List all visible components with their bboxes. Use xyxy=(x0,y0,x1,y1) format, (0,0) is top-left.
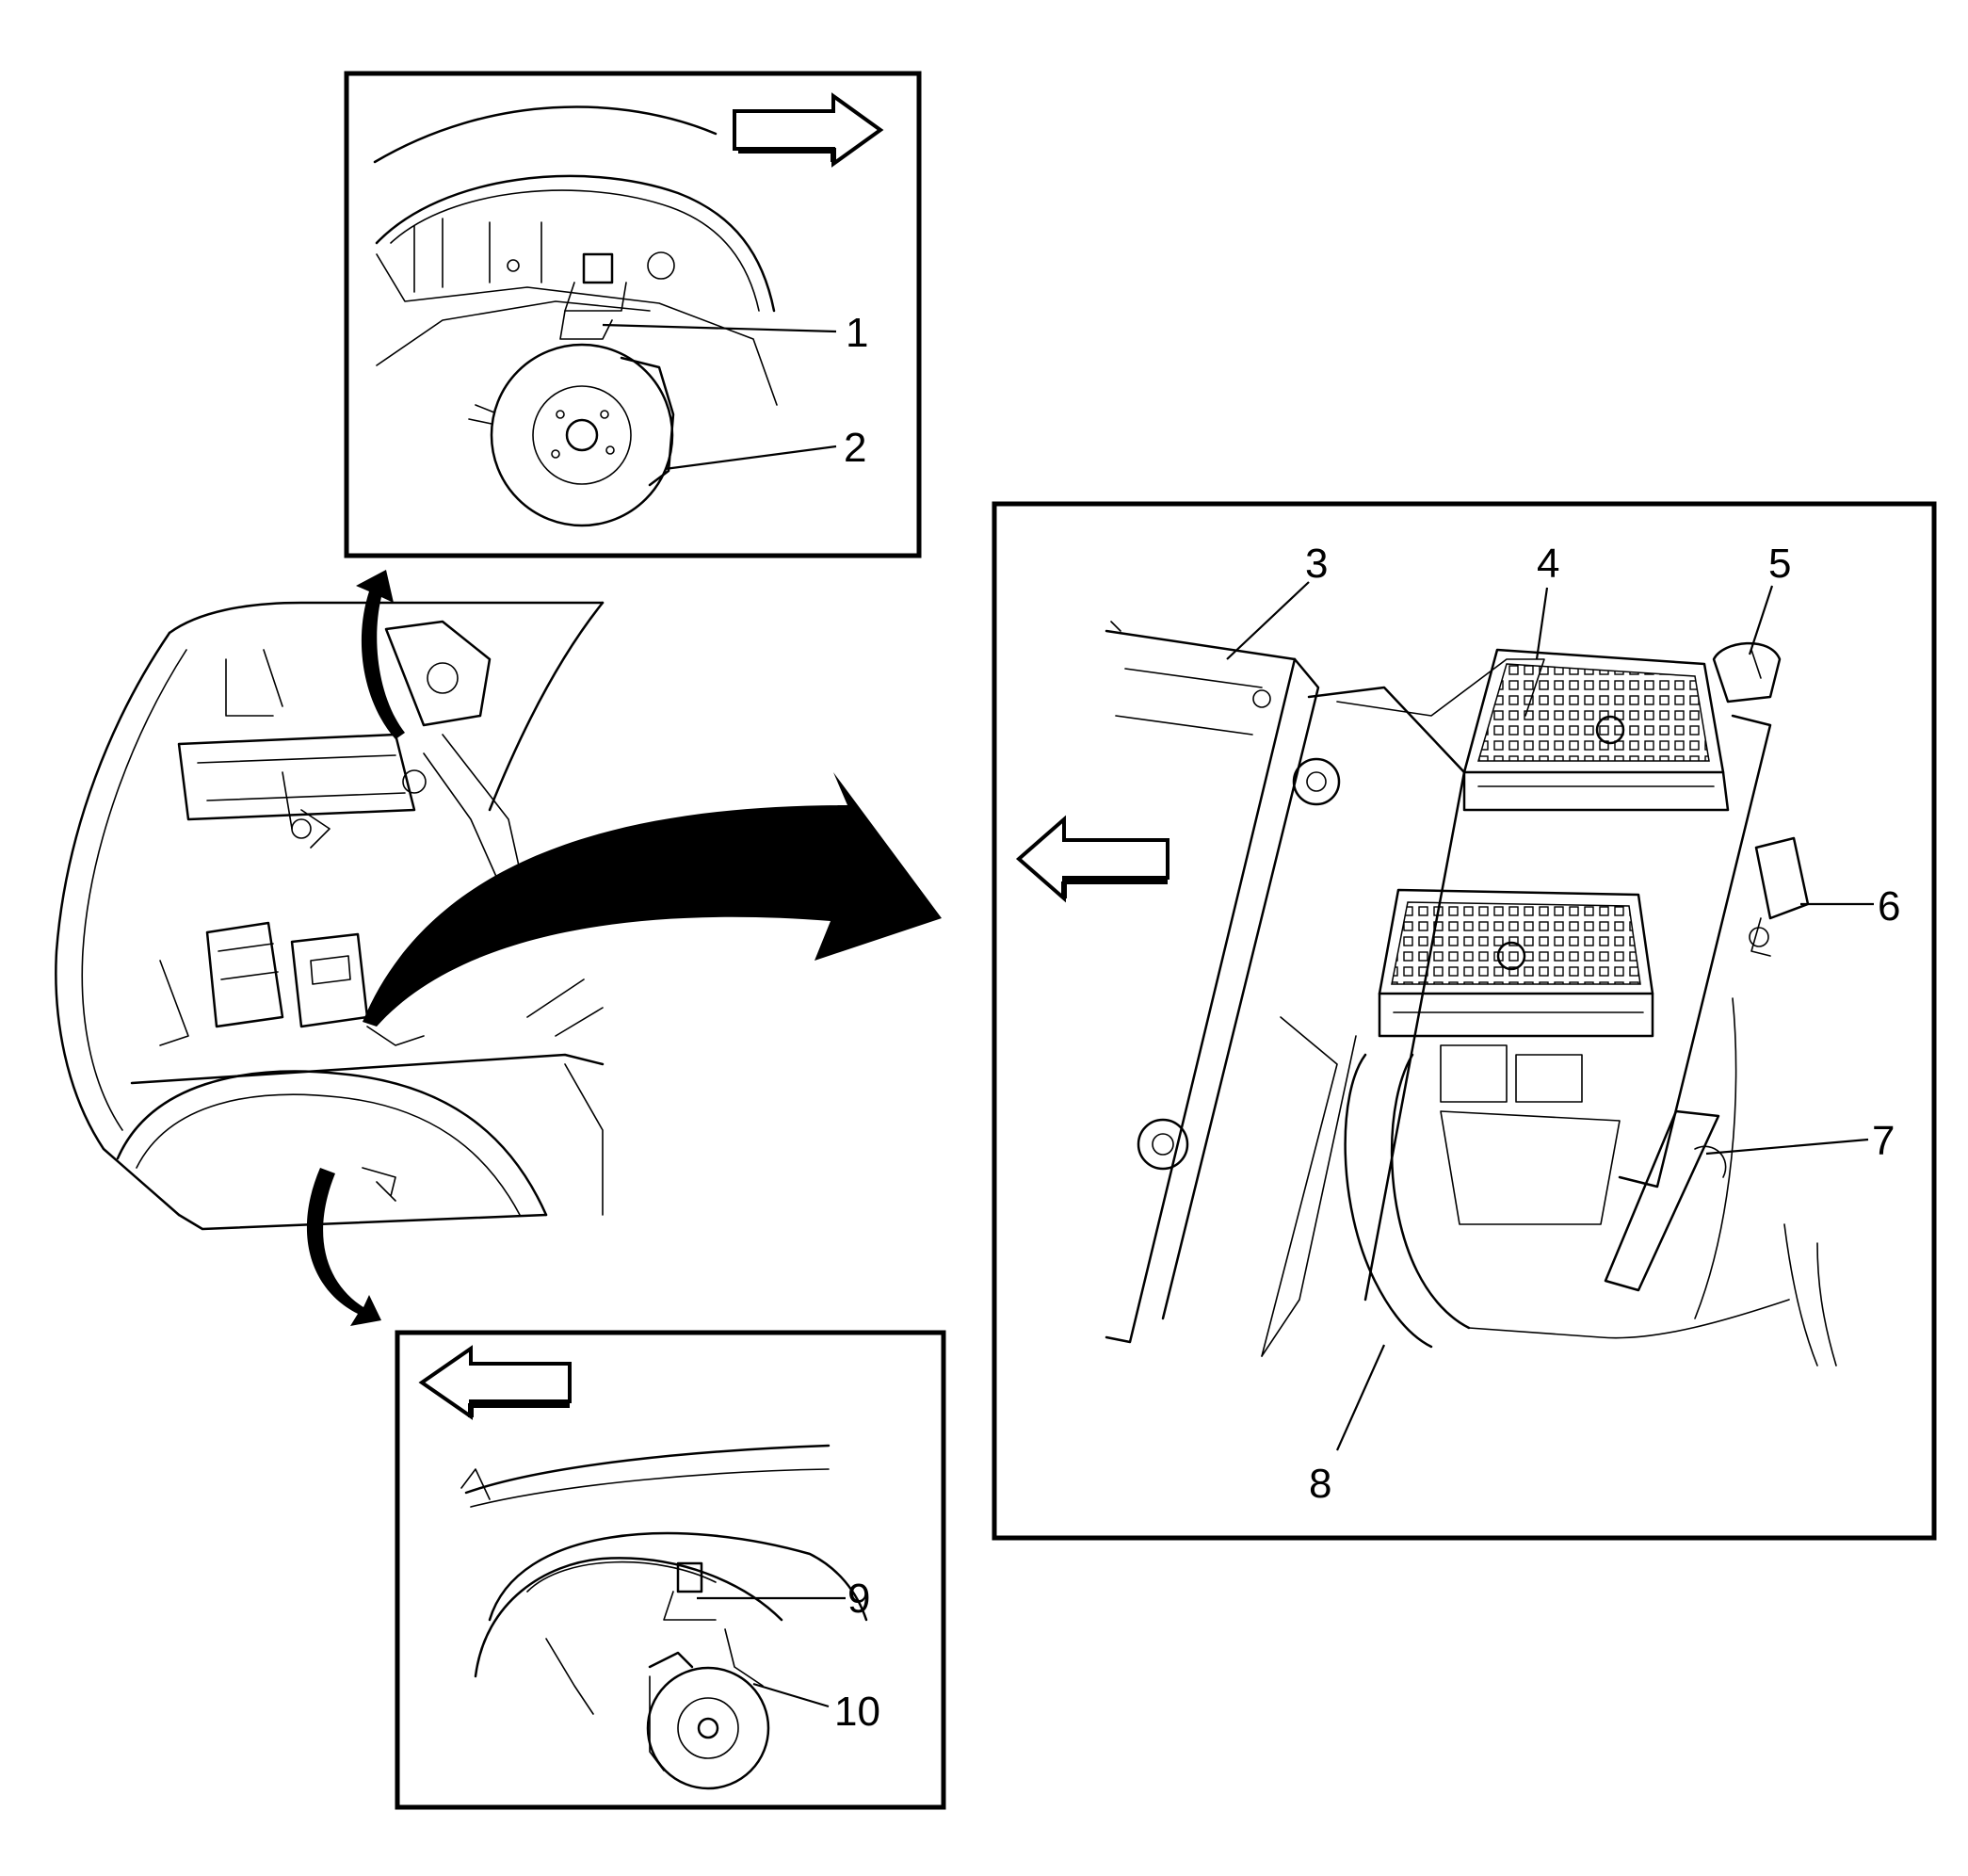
inset-wheelhouse-bottom: 9 10 xyxy=(395,1330,946,1810)
pointer-arrow-icon xyxy=(363,772,942,1027)
connector-upper xyxy=(1462,648,1730,812)
vehicle-front-overview xyxy=(55,570,942,1326)
inset-wheelhouse-top: 1 2 xyxy=(344,71,922,558)
callout-2: 2 xyxy=(844,425,866,471)
callout-8: 8 xyxy=(1309,1461,1331,1507)
brake-rotor-top xyxy=(468,343,675,527)
callout-9: 9 xyxy=(847,1576,870,1622)
direction-arrow-right-icon xyxy=(733,92,884,168)
callout-4: 4 xyxy=(1537,541,1559,587)
callout-5: 5 xyxy=(1768,541,1791,587)
inset-module-detail: 3 4 5 6 7 8 xyxy=(992,501,1937,1541)
callout-10: 10 xyxy=(834,1689,880,1735)
connector-lower xyxy=(1378,888,1654,1103)
callout-3: 3 xyxy=(1305,541,1328,587)
module-location xyxy=(159,921,425,1046)
brake-rotor-bottom xyxy=(646,1628,770,1790)
callout-1: 1 xyxy=(846,310,868,356)
direction-arrow-left-icon xyxy=(418,1345,572,1420)
callout-6: 6 xyxy=(1878,883,1900,930)
callout-7: 7 xyxy=(1872,1118,1895,1164)
direction-arrow-left-large-icon xyxy=(1015,815,1170,903)
